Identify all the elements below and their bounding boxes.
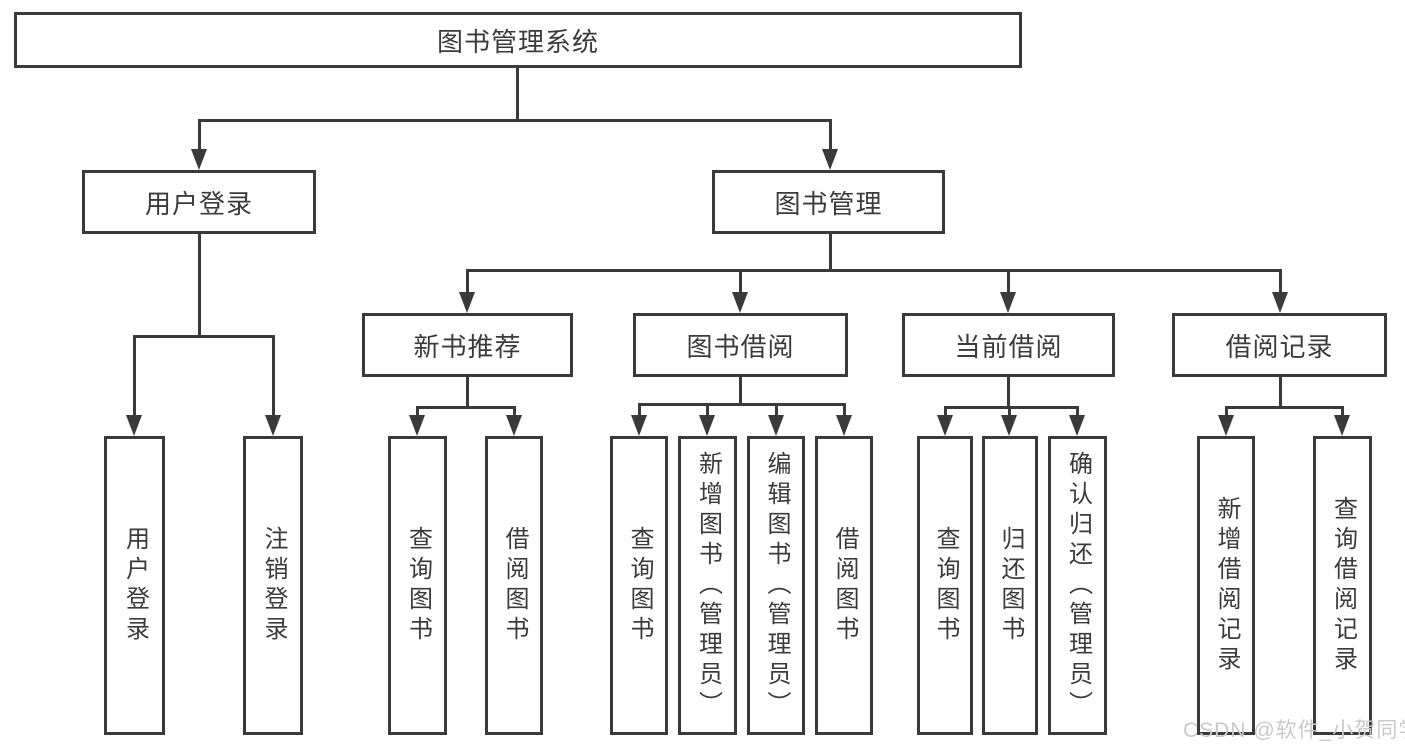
leaf-add-borrow-record: 新增借阅记录 bbox=[1197, 436, 1255, 735]
arrow-down-icon bbox=[1334, 415, 1350, 436]
node-book-borrowing: 图书借阅 bbox=[633, 313, 848, 377]
connector-line bbox=[1279, 269, 1282, 294]
leaf-query-borrow-record: 查询借阅记录 bbox=[1313, 436, 1372, 735]
connector-line bbox=[272, 335, 275, 417]
connector-line bbox=[638, 403, 845, 406]
arrow-down-icon bbox=[265, 415, 281, 436]
leaf-label: 确认归还（管理员） bbox=[1064, 450, 1092, 721]
leaf-label: 归还图书 bbox=[997, 525, 1024, 646]
arrow-down-icon bbox=[191, 149, 207, 170]
node-label: 当前借阅 bbox=[954, 331, 1063, 362]
connector-line bbox=[416, 406, 419, 417]
leaf-query-books-current: 查询图书 bbox=[917, 436, 973, 735]
connector-line bbox=[1225, 406, 1228, 417]
leaf-query-books-recommend: 查询图书 bbox=[388, 436, 447, 735]
node-label: 图书管理 bbox=[774, 188, 883, 219]
arrow-down-icon bbox=[768, 415, 784, 436]
arrow-down-icon bbox=[699, 415, 715, 436]
connector-line bbox=[944, 406, 1078, 409]
leaf-borrow-books-recommend: 借阅图书 bbox=[485, 436, 543, 735]
arrow-down-icon bbox=[459, 292, 475, 313]
arrow-down-icon bbox=[1218, 415, 1234, 436]
leaf-label: 新增图书（管理员） bbox=[694, 450, 722, 721]
csdn-watermark: CSDN @软件_小贺同学 bbox=[1183, 719, 1405, 742]
connector-line bbox=[513, 406, 516, 417]
leaf-label: 新增借阅记录 bbox=[1213, 495, 1240, 676]
node-label: 用户登录 bbox=[144, 188, 253, 219]
leaf-user-login: 用户登录 bbox=[104, 436, 165, 735]
connector-line bbox=[466, 269, 469, 294]
connector-line bbox=[706, 403, 709, 417]
node-label: 图书管理系统 bbox=[436, 26, 599, 57]
arrow-down-icon bbox=[506, 415, 522, 436]
leaf-label: 查询借阅记录 bbox=[1329, 495, 1357, 676]
node-label: 新书推荐 bbox=[413, 331, 522, 362]
arrow-down-icon bbox=[1272, 292, 1288, 313]
connector-line bbox=[1076, 406, 1079, 417]
arrow-down-icon bbox=[1000, 292, 1016, 313]
connector-line bbox=[829, 119, 832, 151]
connector-line bbox=[198, 119, 831, 122]
leaf-label: 用户登录 bbox=[121, 525, 149, 646]
connector-line bbox=[466, 377, 469, 409]
arrow-down-icon bbox=[822, 149, 838, 170]
leaf-return-books: 归还图书 bbox=[982, 436, 1038, 735]
leaf-label: 查询图书 bbox=[404, 525, 432, 646]
connector-line bbox=[198, 233, 201, 338]
leaf-query-books-borrowing: 查询图书 bbox=[610, 436, 668, 735]
connector-line bbox=[1007, 269, 1010, 294]
connector-line bbox=[1225, 406, 1342, 409]
leaf-borrow-books-borrowing: 借阅图书 bbox=[815, 436, 873, 735]
leaf-label: 编辑图书（管理员） bbox=[763, 450, 790, 721]
arrow-down-icon bbox=[409, 415, 425, 436]
connector-line bbox=[1341, 406, 1344, 417]
connector-line bbox=[1008, 406, 1011, 417]
leaf-add-books-admin: 新增图书（管理员） bbox=[678, 436, 737, 735]
leaf-label: 查询图书 bbox=[932, 525, 959, 646]
leaf-confirm-return-admin: 确认归还（管理员） bbox=[1048, 436, 1107, 735]
connector-line bbox=[775, 403, 778, 417]
leaf-edit-books-admin: 编辑图书（管理员） bbox=[747, 436, 805, 735]
connector-line bbox=[829, 233, 832, 272]
node-new-book-recommendation: 新书推荐 bbox=[362, 313, 573, 377]
connector-line bbox=[466, 269, 1281, 272]
leaf-label: 注销登录 bbox=[260, 525, 287, 646]
node-user-login: 用户登录 bbox=[82, 170, 316, 234]
arrow-down-icon bbox=[732, 292, 748, 313]
connector-line bbox=[739, 269, 742, 294]
arrow-down-icon bbox=[1001, 415, 1017, 436]
arrow-down-icon bbox=[937, 415, 953, 436]
node-current-borrowing: 当前借阅 bbox=[902, 313, 1115, 377]
arrow-down-icon bbox=[631, 415, 647, 436]
node-library-management-system: 图书管理系统 bbox=[14, 12, 1022, 68]
leaf-logout: 注销登录 bbox=[243, 436, 303, 735]
connector-line bbox=[638, 403, 641, 417]
connector-line bbox=[416, 406, 516, 409]
leaf-label: 借阅图书 bbox=[831, 525, 858, 646]
connector-line bbox=[133, 335, 136, 417]
node-book-management: 图书管理 bbox=[712, 170, 945, 234]
leaf-label: 借阅图书 bbox=[501, 525, 528, 646]
leaf-label: 查询图书 bbox=[626, 525, 653, 646]
node-borrowing-records: 借阅记录 bbox=[1172, 313, 1387, 377]
connector-line bbox=[843, 403, 846, 417]
connector-line bbox=[739, 377, 742, 406]
connector-line bbox=[516, 67, 519, 121]
arrow-down-icon bbox=[126, 415, 142, 436]
connector-line bbox=[1007, 377, 1010, 409]
connector-line bbox=[133, 335, 274, 338]
connector-line bbox=[198, 119, 201, 151]
connector-line bbox=[1279, 377, 1282, 409]
arrow-down-icon bbox=[836, 415, 852, 436]
node-label: 借阅记录 bbox=[1225, 331, 1334, 362]
arrow-down-icon bbox=[1069, 415, 1085, 436]
connector-line bbox=[944, 406, 947, 417]
node-label: 图书借阅 bbox=[686, 331, 795, 362]
